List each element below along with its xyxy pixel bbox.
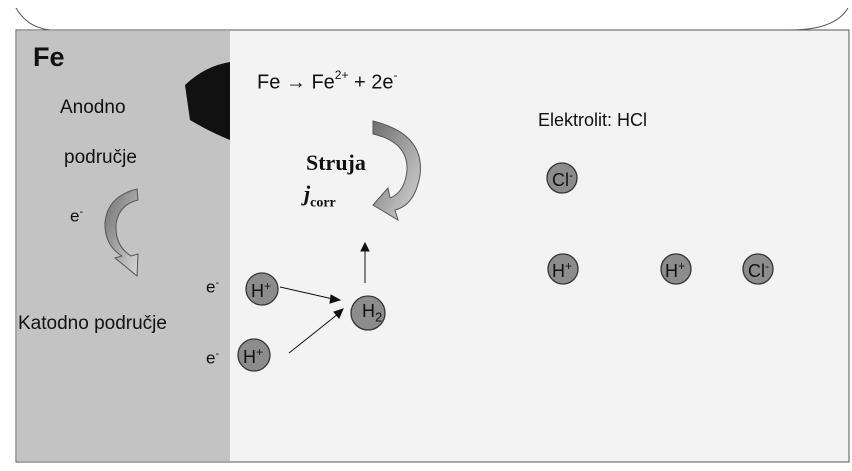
proton-label: H+ [251,279,272,301]
cathodic-zone-label: Katodno područje [18,313,167,334]
electron-label: e- [206,277,220,297]
corrosion-pit [185,62,230,140]
electron-label: e- [206,348,220,368]
proton-label: H+ [552,259,573,281]
chloride-label: Cl- [748,259,769,281]
chloride-ion [546,162,578,194]
anodic-zone-label-line1: Anodno [60,97,126,118]
beaker-outline [15,7,849,31]
proton-ion [237,338,271,372]
current-arrow [372,120,421,222]
proton-ion [245,272,279,306]
metal-label: Fe [33,42,65,72]
proton-label: H+ [665,259,686,281]
chloride-ion [742,253,774,285]
proton-ion [547,253,579,285]
proton-label: H+ [243,345,264,367]
anodic-zone-label-line2: područje [64,147,137,168]
chloride-label: Cl- [552,168,573,190]
proton-ion [660,253,692,285]
electron-label: e- [70,206,84,226]
hydrogen-molecule [350,295,386,331]
reaction-arrows [279,241,370,354]
electron-flow-arrow [104,188,139,278]
hydrogen-label: H2 [362,301,383,325]
current-label: Struja [306,150,366,175]
current-symbol: jcorr [304,181,336,211]
electrolyte-label: Elektrolit: HCl [538,110,648,130]
anodic-reaction: Fe → Fe2+ + 2e- [257,68,398,94]
